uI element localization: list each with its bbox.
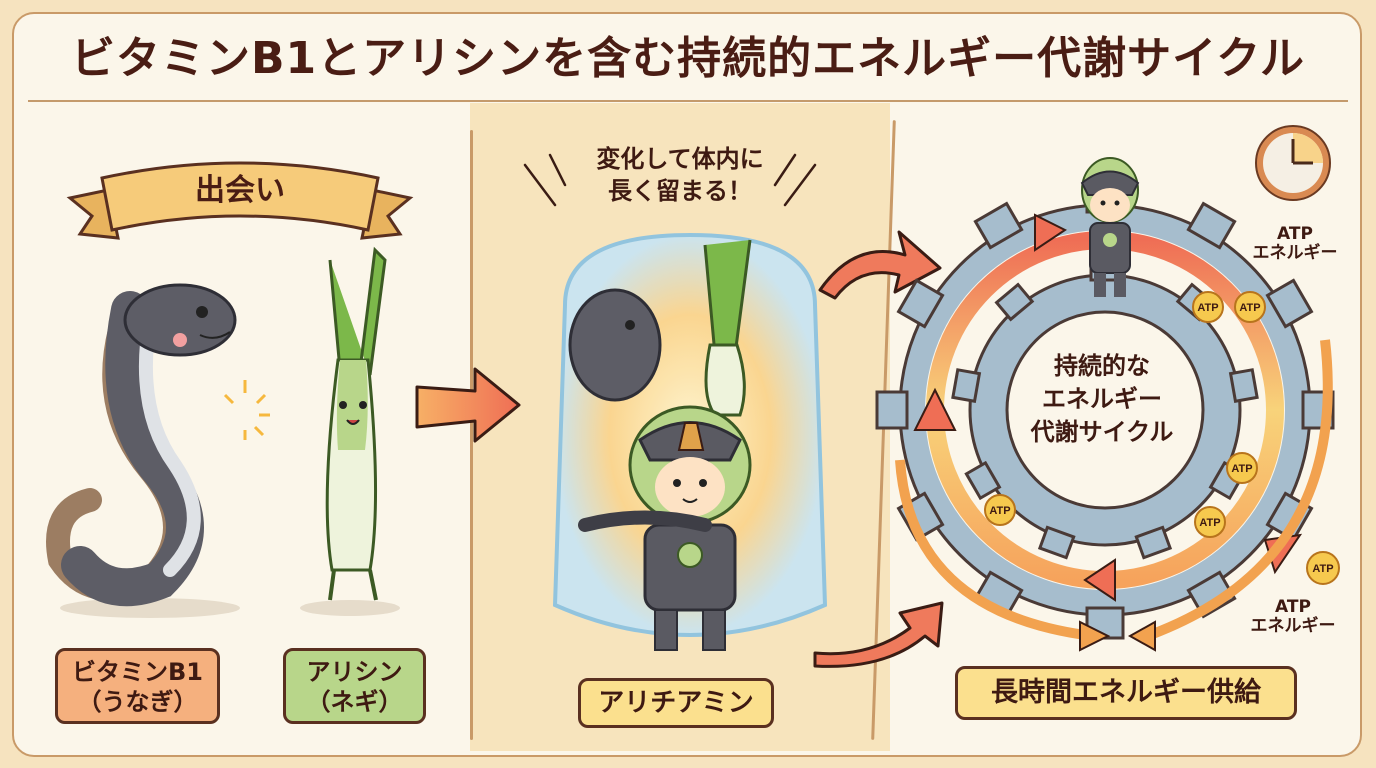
atp-energy-note-bottom: ATP エネルギー <box>1250 597 1336 636</box>
warrior-small-character-icon <box>1080 157 1140 297</box>
ribbon-banner <box>66 161 414 240</box>
svg-text:ATP: ATP <box>989 505 1010 517</box>
clock-icon <box>1255 125 1331 201</box>
long-term-energy-supply-label: 長時間エネルギー供給 <box>955 666 1297 720</box>
svg-text:ATP: ATP <box>1312 563 1333 575</box>
cycle-center-label: 持続的な エネルギー 代謝サイクル <box>1030 352 1174 446</box>
eel-character-icon <box>46 283 240 618</box>
allithiamine-label: アリチアミン <box>578 678 774 728</box>
svg-text:ATP: ATP <box>1239 302 1260 314</box>
transformation-caption: 変化して体内に 長く留まる！ <box>596 145 764 205</box>
panel-divider-left <box>470 130 473 740</box>
page-title: ビタミンB1とアリシンを含む持続的エネルギー代謝サイクル <box>71 33 1305 84</box>
leek-character-icon <box>300 246 400 616</box>
emphasis-lines <box>523 153 817 207</box>
atp-energy-note-top: ATP エネルギー <box>1252 224 1338 263</box>
energy-cycle-diagram: ATP ATP ATP ATP ATP ATP <box>875 180 1340 652</box>
arrow-right-icon <box>415 367 521 443</box>
curved-arrow-bottom-icon <box>813 601 944 668</box>
title-divider <box>28 100 1348 102</box>
armored-warrior-character-icon <box>552 232 828 651</box>
vitamin-b1-label: ビタミンB1 （うなぎ） <box>55 648 220 724</box>
allicin-label: アリシン （ネギ） <box>283 648 426 724</box>
sparkle-icon <box>223 380 270 440</box>
svg-text:ATP: ATP <box>1197 302 1218 314</box>
svg-text:ATP: ATP <box>1199 517 1220 529</box>
ribbon-label: 出会い <box>195 173 285 208</box>
curved-arrow-top-icon <box>818 230 942 300</box>
svg-text:ATP: ATP <box>1231 463 1252 475</box>
